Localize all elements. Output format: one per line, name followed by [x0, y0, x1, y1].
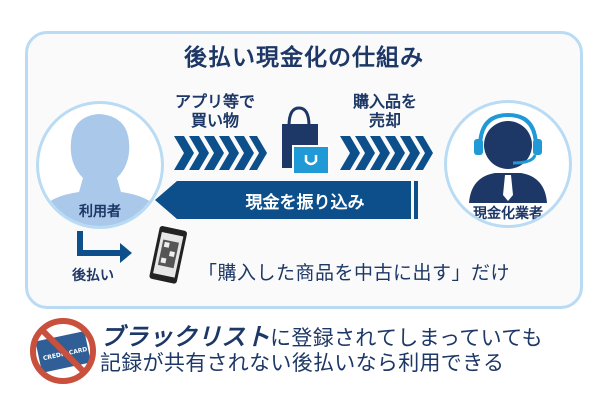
chevron-arrows-right-icon	[340, 136, 433, 170]
buy-step-label: アプリ等で 買い物	[160, 92, 270, 130]
sell-step-line1: 購入品を	[352, 92, 417, 111]
chevron-arrows-right-icon	[174, 136, 267, 170]
user-label: 利用者	[79, 204, 121, 220]
shopping-bag-icon	[282, 106, 330, 174]
deferred-payment-label: 後払い	[72, 268, 114, 284]
dealer-label: 現金化業者	[473, 206, 543, 222]
buy-step-line2: 買い物	[190, 111, 239, 130]
dealer-node: 現金化業者	[444, 100, 572, 228]
smartphone-qr-icon	[149, 226, 187, 284]
notice-line-2: 記録が共有されない後払いなら利用できる	[100, 351, 505, 375]
sell-step-label: 購入品を 売却	[330, 92, 440, 130]
diagram-title: 後払い現金化の仕組み	[184, 45, 424, 71]
person-silhouette-icon	[39, 114, 161, 226]
summary-text: 「購入した商品を中古に出す」だけ	[198, 262, 511, 284]
user-node: 利用者	[36, 101, 164, 229]
notice-line-1: ブラックリストに登録されてしまっていても	[100, 317, 543, 352]
no-credit-card-icon: CREDIT CARD	[30, 318, 96, 384]
buy-step-line1: アプリ等で	[174, 92, 255, 111]
blacklist-highlight: ブラックリスト	[100, 323, 271, 351]
l-arrow-icon	[77, 231, 132, 263]
notice-line-1-rest: に登録されてしまっていても	[270, 326, 543, 350]
transfer-label: 現金を振り込み	[245, 193, 365, 213]
transfer-arrow	[155, 181, 418, 219]
sell-step-line2: 売却	[368, 111, 401, 130]
operator-headset-icon	[469, 112, 547, 203]
